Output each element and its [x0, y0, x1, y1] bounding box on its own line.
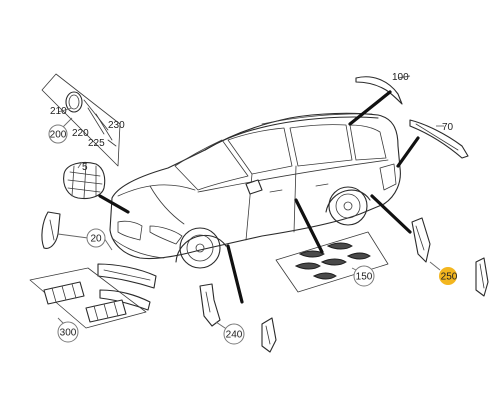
callout-225-label: 225 [88, 138, 105, 149]
part-250-rear-flaps [370, 194, 489, 297]
callout-150: 150 [353, 265, 375, 287]
callout-210: 210 [50, 106, 67, 117]
callout-240-label: 240 [226, 330, 243, 341]
callout-225: 225 [88, 138, 105, 149]
callout-220: 220 [72, 128, 89, 139]
callout-300: 300 [57, 321, 79, 343]
part-5-grille [63, 161, 130, 214]
part-150-emblem-set [275, 198, 389, 293]
callout-100: 100 [392, 72, 409, 83]
callout-300-label: 300 [60, 328, 77, 339]
callout-250-label: 250 [441, 272, 458, 283]
callout-230: 230 [108, 120, 125, 131]
part-240-mud-flaps [199, 244, 277, 353]
callout-230-label: 230 [108, 120, 125, 131]
callout-70: 70 [442, 122, 454, 133]
callout-240: 240 [223, 323, 245, 345]
part-emblem-group [41, 73, 121, 167]
part-100-roof-trim [348, 75, 411, 126]
callout-200-label: 200 [50, 130, 67, 141]
callout-220-label: 220 [72, 128, 89, 139]
callout-100-label: 100 [392, 72, 409, 83]
part-300-emblem-plates [29, 267, 147, 329]
callout-200: 200 [48, 124, 68, 144]
part-20-bumper-parts [41, 211, 157, 311]
callout-210-label: 210 [50, 106, 67, 117]
callout-250: 250 [439, 267, 458, 285]
callout-70-label: 70 [442, 122, 454, 133]
callout-20: 20 [86, 228, 106, 248]
car-body [109, 112, 401, 269]
part-70-rear-molding [396, 119, 469, 168]
callout-150-label: 150 [356, 272, 373, 283]
callout-5: 5 [82, 162, 88, 173]
callout-5-label: 5 [82, 162, 88, 173]
callout-20-label: 20 [90, 234, 102, 245]
